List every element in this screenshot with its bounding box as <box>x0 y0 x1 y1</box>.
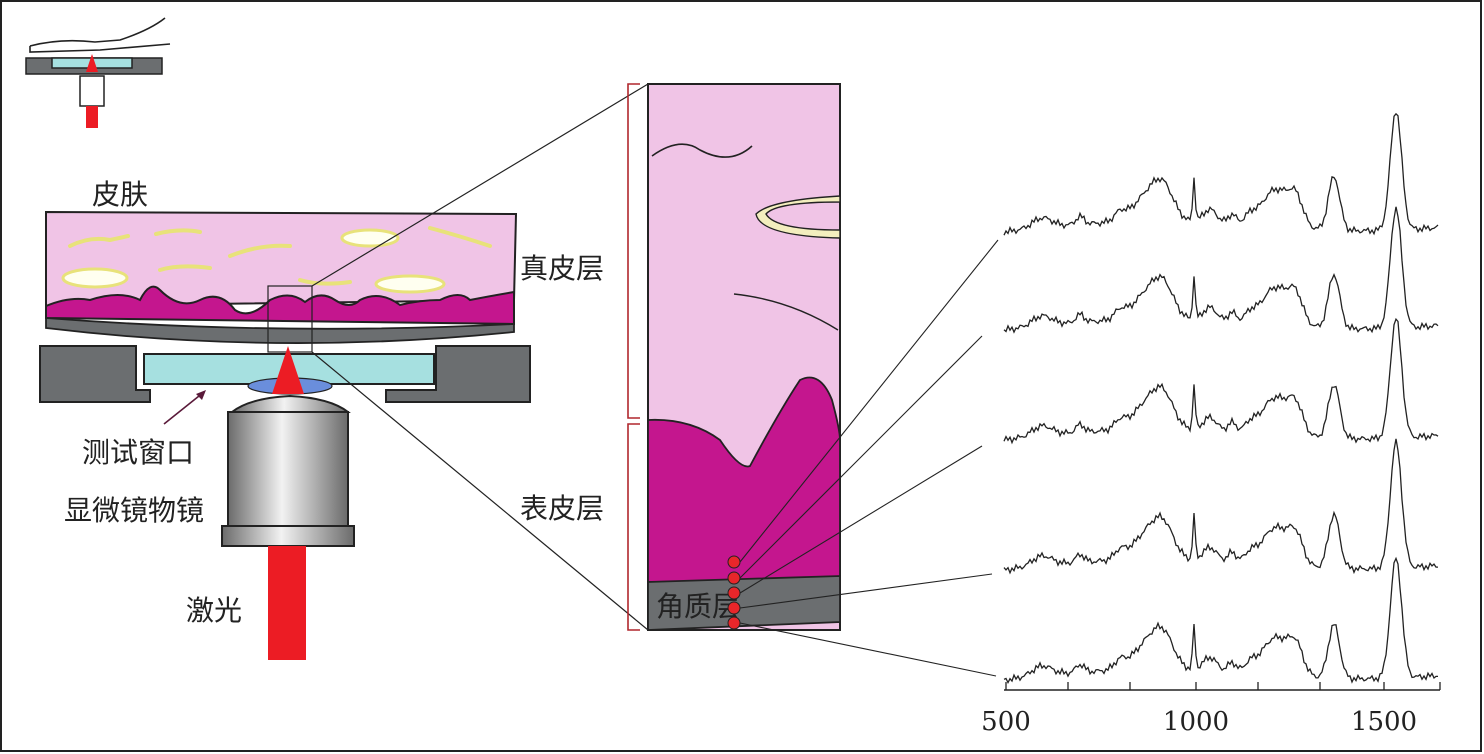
point-1 <box>727 555 741 569</box>
tick-label-1000: 1000 <box>1163 707 1229 737</box>
thumbnail-setup <box>25 17 171 128</box>
thumbnail-hand <box>29 17 166 47</box>
dermis-slab <box>45 210 518 308</box>
measurement-points <box>727 555 741 630</box>
spectrum-trace-4 <box>1003 438 1438 575</box>
dermis-fibers <box>68 226 492 286</box>
label-objective: 显微镜物镜 <box>64 494 204 527</box>
x-axis-ticks <box>1005 682 1441 690</box>
thumbnail-objective <box>79 75 105 107</box>
dermis-fiber-b <box>733 293 839 331</box>
window-pointer-line <box>163 391 205 425</box>
point-2 <box>727 571 741 585</box>
point-3 <box>727 586 741 600</box>
bracket-dermis <box>627 83 640 419</box>
label-stratum-corneum: 角质层 <box>656 590 740 623</box>
microscope-objective <box>221 394 355 547</box>
tick-label-500: 500 <box>981 707 1031 737</box>
tick-label-1500: 1500 <box>1351 707 1417 737</box>
stage <box>39 345 531 403</box>
leader-lines <box>739 239 999 677</box>
hair-follicle <box>755 195 841 239</box>
label-test-window: 测试窗口 <box>82 436 194 469</box>
gland-2 <box>340 228 400 248</box>
spectrum-trace-3 <box>1003 317 1439 445</box>
skin-sample: 皮肤 <box>45 178 518 353</box>
zoom-line-bottom <box>311 351 649 631</box>
zoomed-epidermis <box>647 376 841 583</box>
objective-body <box>227 411 349 527</box>
spectra-x-axis: 500 1000 1500 <box>981 682 1441 737</box>
objective-base <box>221 525 355 547</box>
stage-right <box>385 345 531 403</box>
zoomed-panel: 角质层 <box>647 83 841 631</box>
thumbnail-hand-lower <box>29 43 171 53</box>
epidermis-layer <box>45 285 515 326</box>
label-laser: 激光 <box>186 594 242 627</box>
spectrum-trace-5 <box>1003 556 1438 685</box>
gland-3 <box>374 274 446 294</box>
stage-left <box>39 345 151 403</box>
zoomed-corneum <box>647 575 841 631</box>
thumbnail-laser-cone <box>86 54 98 72</box>
objective-top <box>229 394 351 413</box>
spectrum-trace-2 <box>1003 206 1439 334</box>
label-epidermis: 表皮层 <box>520 492 604 525</box>
raman-spectra <box>1003 112 1439 685</box>
point-4 <box>727 601 741 615</box>
spectrum-trace-1 <box>1003 112 1439 236</box>
gland-1 <box>61 267 129 289</box>
zoom-line-top <box>311 83 649 287</box>
point-5 <box>727 616 741 630</box>
dermis-fiber-a <box>651 143 753 158</box>
laser-beam <box>268 546 306 660</box>
label-skin: 皮肤 <box>92 178 148 211</box>
thumbnail-laser-beam <box>86 106 98 128</box>
bracket-epidermis <box>627 423 640 631</box>
label-dermis: 真皮层 <box>520 252 604 285</box>
stratum-corneum-layer <box>45 317 515 344</box>
window-pointer-head <box>196 390 206 400</box>
laser-focus-cone <box>272 346 304 394</box>
